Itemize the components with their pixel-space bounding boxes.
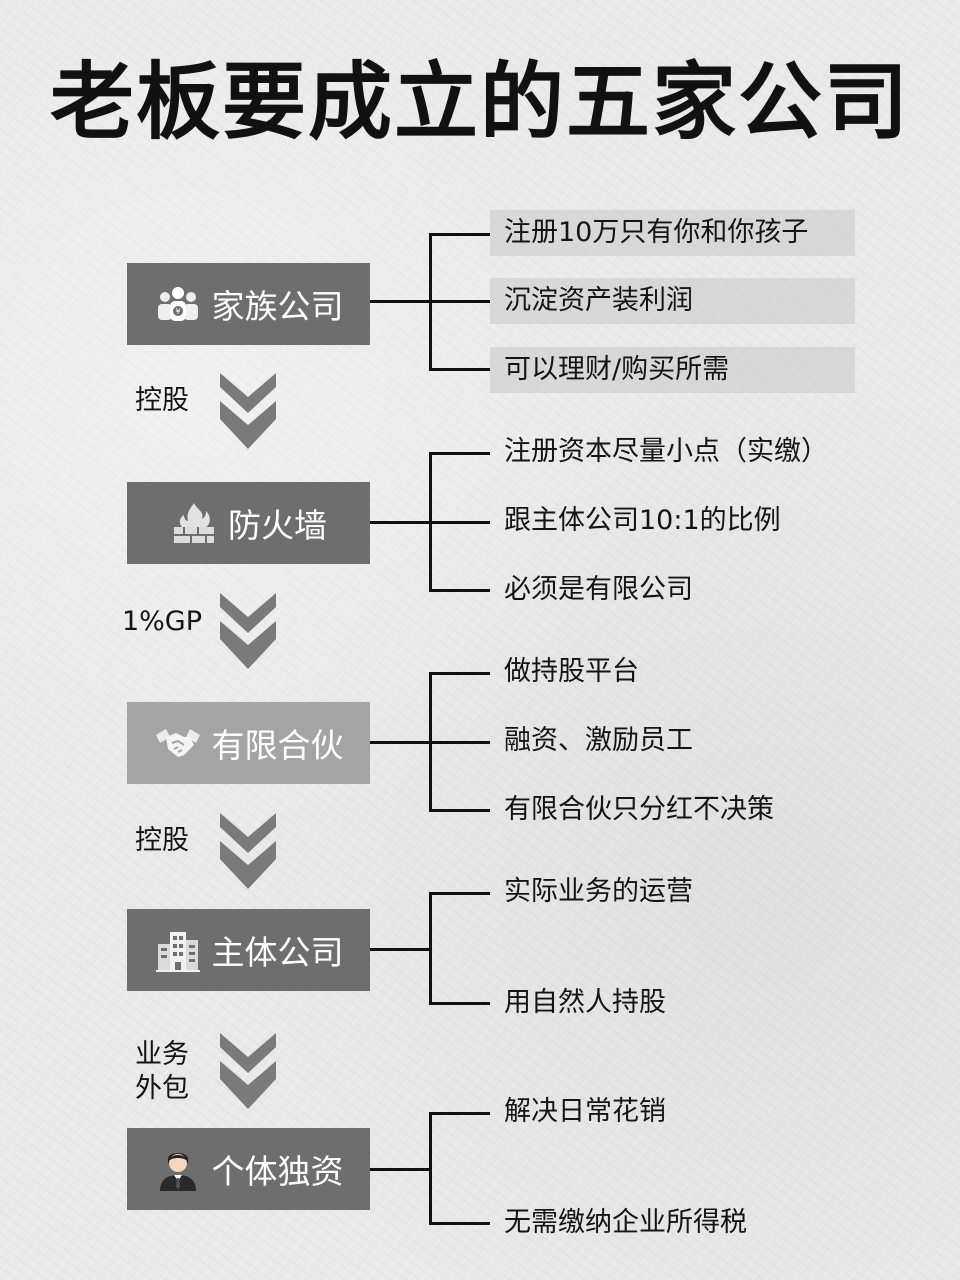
- list-item: 解决日常花销: [504, 1096, 666, 1127]
- node-family-company: ¥ 家族公司: [127, 263, 370, 345]
- relation-line: 控股: [135, 825, 189, 856]
- relation-line: 业务: [135, 1039, 189, 1070]
- list-item: 注册资本尽量小点（实缴）: [504, 436, 828, 467]
- list-item: 可以理财/购买所需: [490, 347, 855, 393]
- bracket-connector: [370, 892, 490, 1005]
- list-item: 实际业务的运营: [504, 876, 693, 907]
- node-firewall: 防火墙: [127, 482, 370, 564]
- bracket-connector: [370, 672, 490, 812]
- bracket-connector: [370, 452, 490, 592]
- list-item: 沉淀资产装利润: [490, 278, 855, 324]
- bracket-connector: [370, 1112, 490, 1225]
- relation-label: 业务 外包: [120, 1038, 204, 1106]
- firewall-icon: [170, 499, 218, 547]
- page-title: 老板要成立的五家公司: [49, 53, 910, 151]
- list-item: 必须是有限公司: [504, 574, 693, 605]
- relation-label: 1%GP: [112, 605, 212, 639]
- node-main-company: 主体公司: [127, 909, 370, 991]
- chevron-down-icon: [220, 593, 276, 669]
- relation-line: 外包: [135, 1073, 189, 1104]
- bracket-connector: [370, 233, 490, 371]
- node-sole-proprietorship: 个体独资: [127, 1128, 370, 1210]
- list-item: 注册10万只有你和你孩子: [490, 210, 855, 256]
- list-item: 融资、激励员工: [504, 725, 693, 756]
- node-label: 主体公司: [211, 933, 344, 972]
- businessman-icon: [154, 1145, 202, 1193]
- chevron-down-icon: [220, 373, 276, 449]
- office-building-icon: [154, 926, 202, 974]
- node-label: 个体独资: [211, 1152, 344, 1191]
- relation-line: 控股: [135, 385, 189, 416]
- list-item: 做持股平台: [504, 656, 639, 687]
- relation-line: 1%GP: [121, 606, 203, 637]
- relation-label: 控股: [120, 824, 204, 858]
- list-item: 有限合伙只分红不决策: [504, 794, 774, 825]
- list-item: 跟主体公司10:1的比例: [504, 505, 781, 536]
- node-label: 家族公司: [211, 287, 344, 326]
- list-item: 用自然人持股: [504, 987, 666, 1018]
- chevron-down-icon: [220, 813, 276, 889]
- family-money-icon: ¥: [154, 280, 202, 328]
- svg-text:¥: ¥: [175, 307, 180, 316]
- chevron-down-icon: [220, 1033, 276, 1109]
- node-limited-partnership: 有限合伙: [127, 702, 370, 784]
- relation-label: 控股: [120, 384, 204, 418]
- node-label: 有限合伙: [211, 726, 344, 765]
- handshake-icon: [154, 719, 202, 767]
- list-item: 无需缴纳企业所得税: [504, 1207, 747, 1238]
- node-label: 防火墙: [228, 506, 327, 545]
